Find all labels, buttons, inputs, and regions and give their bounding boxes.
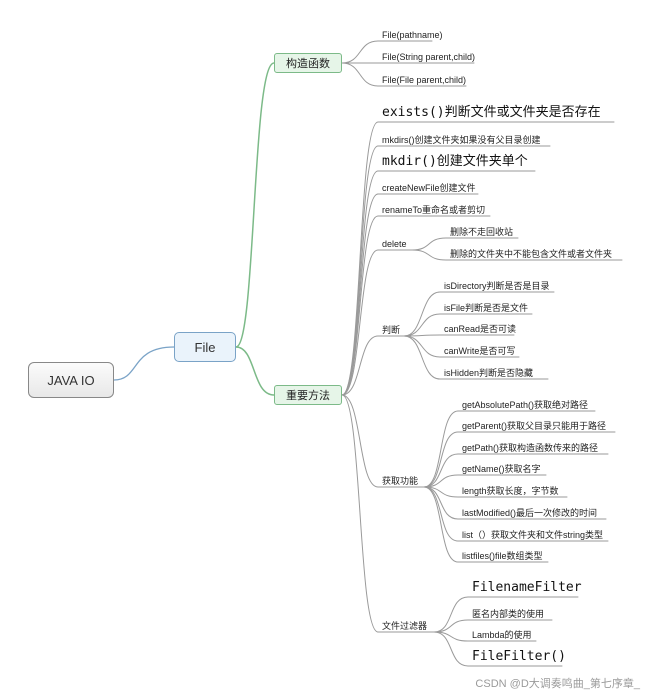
method-filter: 文件过滤器 (382, 621, 428, 631)
get-item: list（）获取文件夹和文件string类型 (462, 530, 604, 540)
method-mkdir: mkdir()创建文件夹单个 (382, 154, 528, 169)
edge-file-constructors (235, 62, 275, 348)
edges-get (423, 410, 616, 563)
watermark: CSDN @D大调奏鸣曲_第七序章_ (475, 678, 640, 690)
get-item: lastModified()最后一次修改的时间 (462, 508, 598, 518)
filter-item: 匿名内部类的使用 (472, 609, 545, 619)
edge-root-file (113, 346, 175, 381)
get-item: length获取长度，字节数 (462, 486, 559, 496)
filter-item: FilenameFilter (472, 580, 582, 595)
method-judge: 判断 (382, 325, 401, 335)
judge-item: canWrite是否可写 (444, 346, 516, 356)
judge-item: canRead是否可读 (444, 324, 517, 334)
delete-item: 删除不走回收站 (450, 227, 514, 237)
get-item: getPath()获取构造函数传来的路径 (462, 443, 599, 453)
method-rename-to: renameTo重命名或者剪切 (382, 205, 486, 215)
method-delete: delete (382, 239, 407, 249)
filter-item: Lambda的使用 (472, 630, 532, 640)
get-item: getParent()获取父目录只能用于路径 (462, 421, 607, 431)
constructor-item: File(String parent,child) (382, 52, 476, 62)
edges-constructors (341, 40, 475, 87)
file-node[interactable]: File (174, 332, 236, 362)
edge-file-methods (235, 346, 275, 396)
method-mkdirs: mkdirs()创建文件夹如果没有父目录创建 (382, 135, 541, 145)
get-item: getAbsolutePath()获取绝对路径 (462, 400, 589, 410)
method-get: 获取功能 (382, 476, 419, 486)
edges-filter (433, 596, 579, 667)
constructor-item: File(File parent,child) (382, 75, 467, 85)
judge-item: isHidden判断是否隐藏 (444, 368, 534, 378)
filter-item: FileFilter() (472, 649, 566, 664)
method-exists: exists()判断文件或文件夹是否存在 (382, 105, 601, 120)
get-item: listfiles()file数组类型 (462, 551, 543, 561)
root-node[interactable]: JAVA IO (28, 362, 114, 398)
judge-item: isDirectory判断是否是目录 (444, 281, 550, 291)
constructor-item: File(pathname) (382, 30, 443, 40)
get-item: getName()获取名字 (462, 464, 541, 474)
delete-item: 删除的文件夹中不能包含文件或者文件夹 (450, 249, 613, 259)
edges-methods (341, 121, 615, 633)
methods-node[interactable]: 重要方法 (274, 385, 342, 405)
judge-item: isFile判断是否是文件 (444, 303, 529, 313)
edges-delete (411, 237, 623, 261)
edges-judge (403, 291, 555, 380)
method-create-new-file: createNewFile创建文件 (382, 183, 476, 193)
constructors-node[interactable]: 构造函数 (274, 53, 342, 73)
